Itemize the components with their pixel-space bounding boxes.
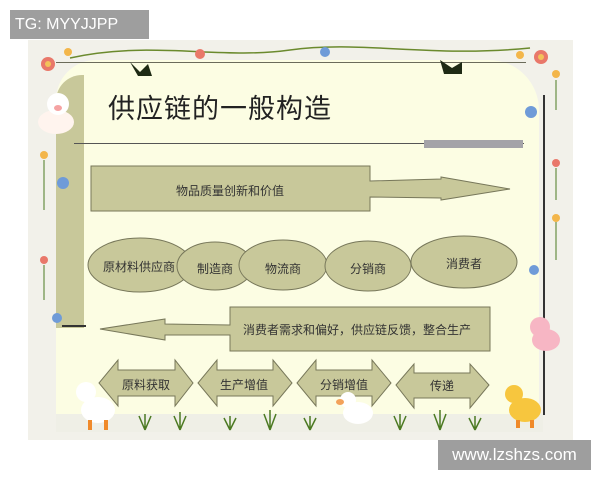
cow-icon [76,382,115,430]
node-supplier-label: 原材料供应商 [103,260,176,274]
stage-distribution-label: 分销增值 [320,378,369,392]
node-manufacturer-label: 制造商 [197,262,234,276]
watermark-bottom-right: www.lzshzs.com [438,440,591,470]
title-divider [74,143,524,144]
feedback-arrow [99,306,491,352]
title-divider-accent [424,140,523,148]
pig-icon [530,317,560,351]
slide-title: 供应链的一般构造 [108,94,332,125]
feedback-label: 消费者需求和偏好，供应链反馈，整合生产 [243,323,472,337]
node-logistics-label: 物流商 [265,262,302,276]
value-flow-label: 物品质量创新和价值 [176,184,285,198]
flower-vine-border [41,46,548,76]
stage-production-label: 生产增值 [220,378,269,392]
watermark-top-left: TG: MYYJJPP [10,10,149,39]
stage-arrow-raw-material [98,358,194,408]
node-consumer-label: 消费者 [446,257,483,271]
grass-icon [138,410,482,431]
node-distributor-label: 分销商 [350,262,387,276]
ground-strip [56,414,543,432]
stage-arrow-distribution [296,358,392,408]
stage-delivery-label: 传递 [430,379,455,393]
left-band-underline [62,325,86,327]
slide-top-border [56,62,526,63]
duck-icon [336,392,373,424]
stage-arrow-delivery [395,362,490,410]
stage-arrow-production [197,358,293,408]
slide-right-border [543,95,545,415]
value-flow-arrow [90,165,511,212]
node-distributor [324,240,412,292]
side-flowers [40,70,560,323]
stage-raw-material-label: 原料获取 [122,378,171,392]
node-consumer [410,235,518,289]
sheep-icon [38,93,74,134]
yellow-duck-icon [505,385,541,428]
